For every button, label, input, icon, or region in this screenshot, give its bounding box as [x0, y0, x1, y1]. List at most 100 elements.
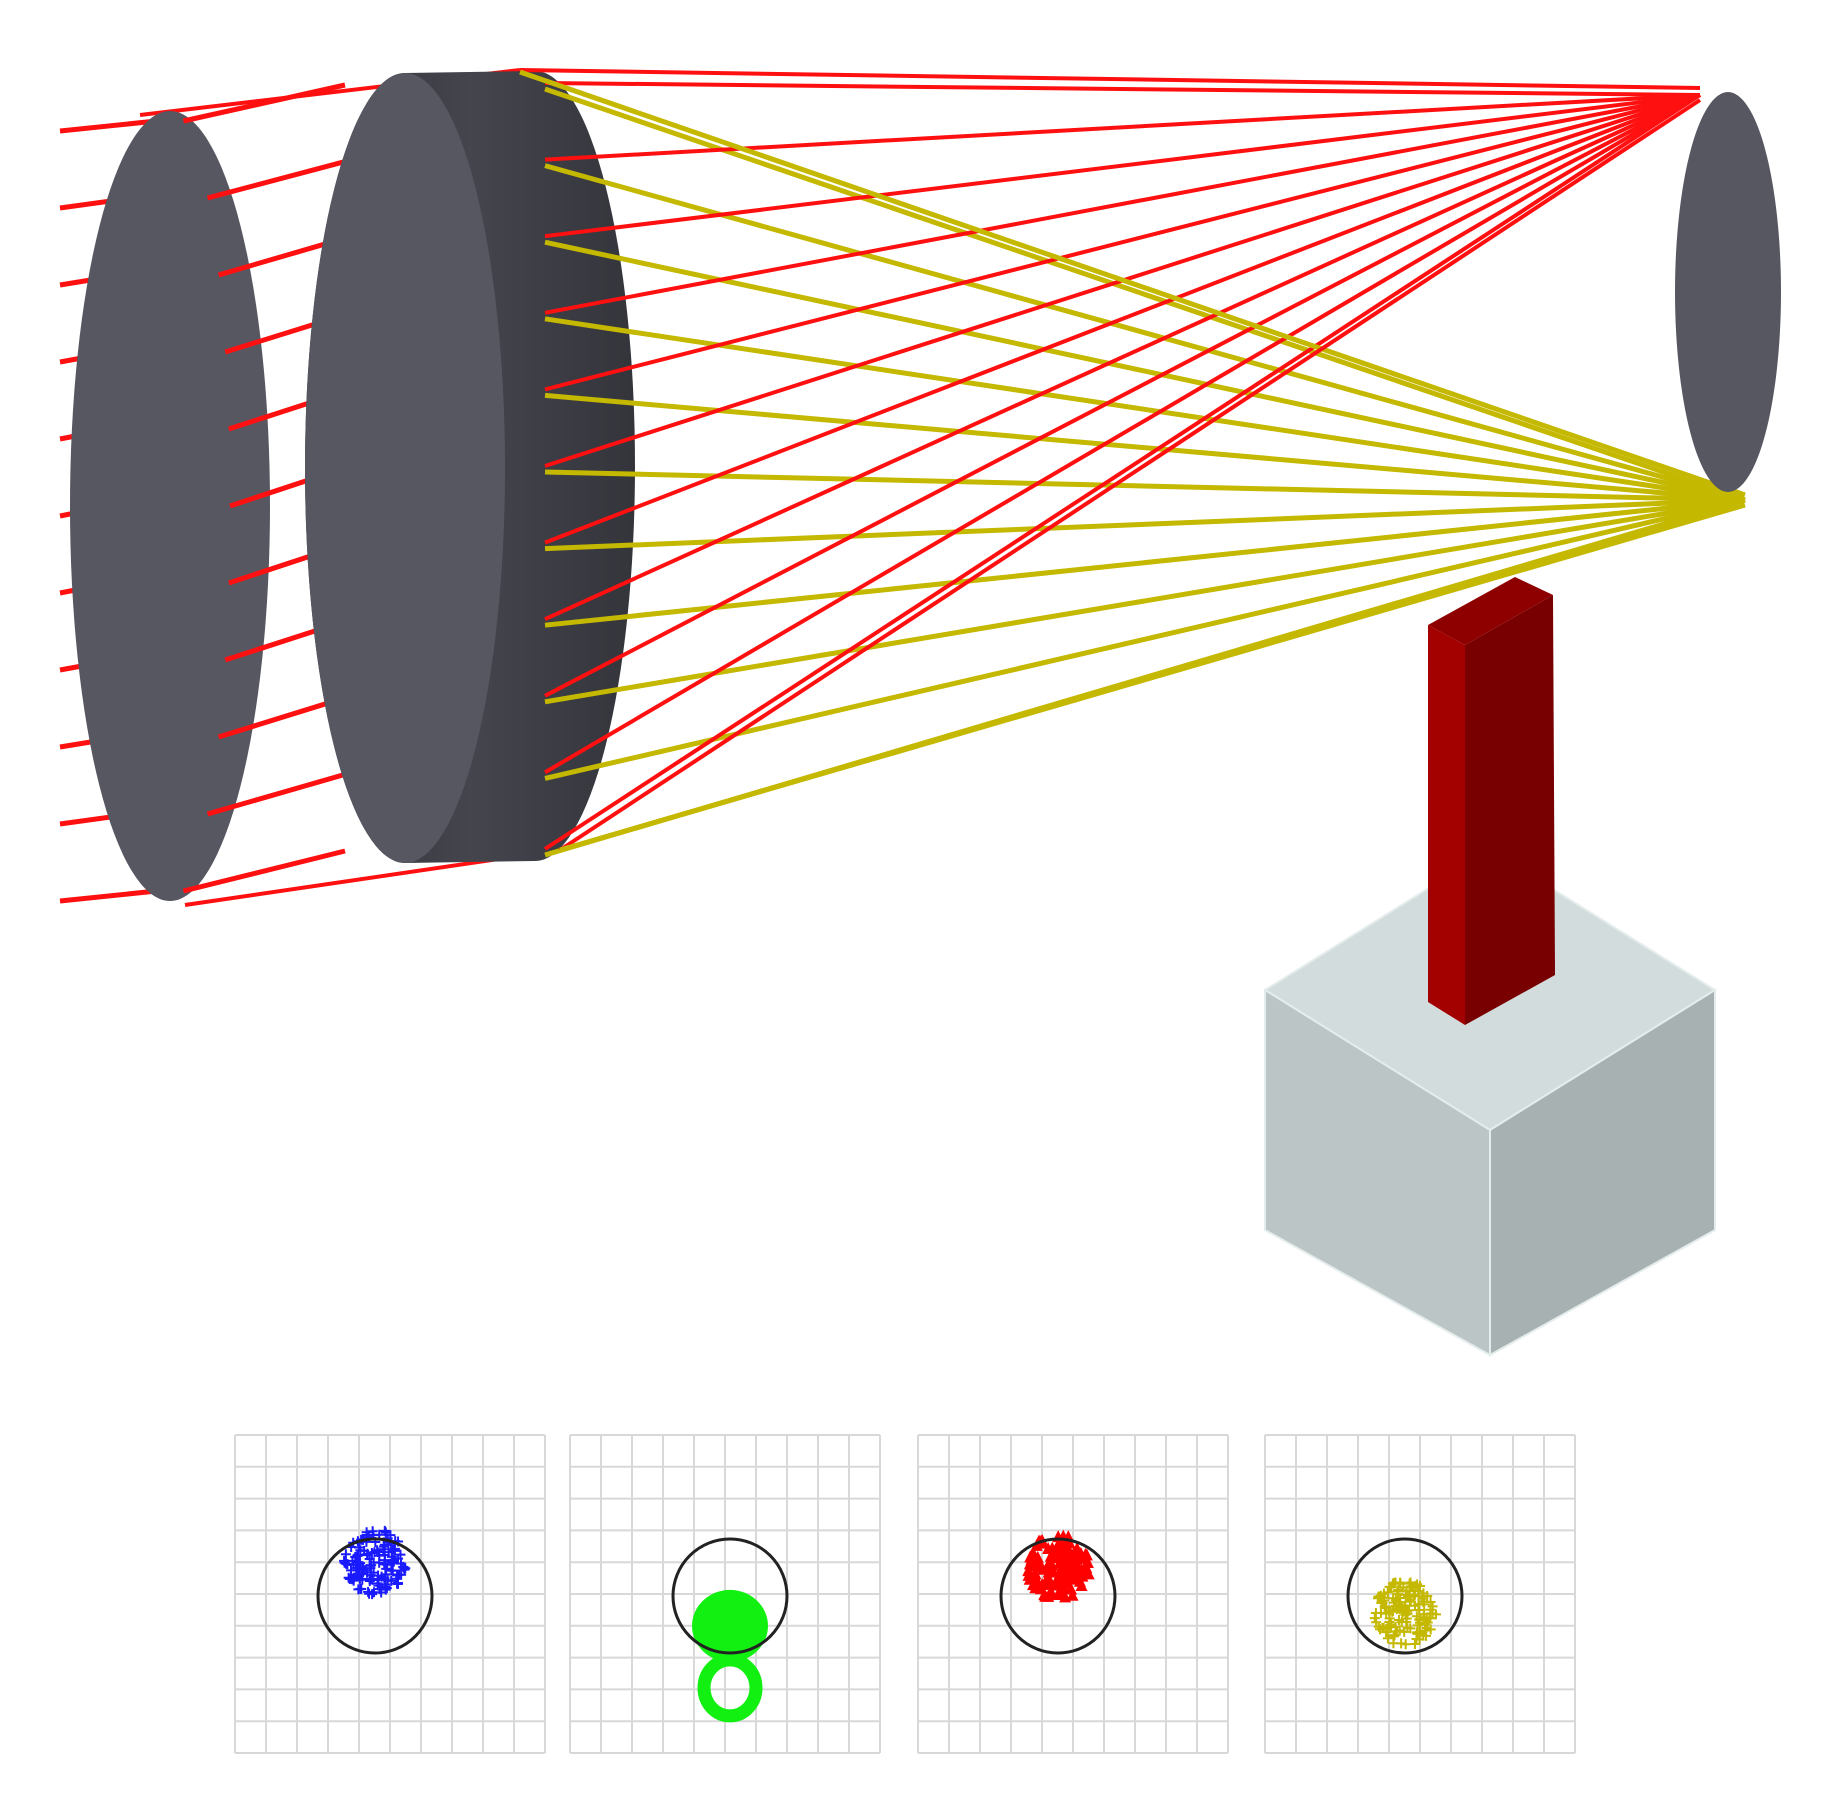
spot-marker — [380, 1569, 391, 1580]
spot-marker — [1392, 1586, 1403, 1597]
red-ray-to-image — [544, 93, 1701, 698]
yellow-ray-to-image — [544, 86, 1746, 503]
spot-marker — [374, 1550, 385, 1561]
red-ray-to-image — [544, 93, 1701, 622]
spot-marker — [396, 1558, 407, 1569]
red-ray-to-image — [544, 93, 1701, 392]
spot-marker — [1404, 1586, 1415, 1597]
spot-marker — [1399, 1601, 1410, 1612]
spot-marker — [365, 1560, 376, 1571]
spot-marker — [355, 1558, 366, 1569]
red-ray-incoming — [59, 888, 157, 904]
spot-marker — [1375, 1590, 1386, 1601]
spot-cluster — [692, 1589, 768, 1662]
spot-marker — [1381, 1627, 1392, 1638]
spot-marker — [356, 1583, 367, 1594]
spot-marker — [379, 1525, 390, 1536]
spot-marker — [386, 1575, 397, 1586]
yellow-ray-to-image — [544, 497, 1746, 781]
spot-marker — [1418, 1630, 1429, 1641]
detector-post — [1428, 577, 1555, 1025]
spot-marker — [1410, 1580, 1421, 1591]
red-ray-to-image — [543, 93, 1702, 851]
image-plane-disc — [1675, 92, 1781, 492]
spot-marker — [1425, 1604, 1436, 1615]
spot-marker — [1075, 1579, 1088, 1592]
spot-marker — [385, 1530, 396, 1541]
spot-marker — [347, 1574, 358, 1585]
spot-marker — [1402, 1591, 1413, 1602]
spot-marker — [392, 1569, 403, 1580]
ray-bundle-to-image — [519, 68, 1746, 858]
red-ray-incoming — [59, 118, 157, 134]
red-marginal-ray-bottom-to-image — [558, 98, 1702, 852]
yellow-ray-to-image — [544, 469, 1746, 503]
spot-marker — [348, 1560, 359, 1571]
spot-marker — [1411, 1633, 1422, 1644]
spot-marker — [1070, 1572, 1083, 1585]
spot-marker — [373, 1580, 384, 1591]
spot-marker — [1076, 1569, 1089, 1582]
spot-marker — [1400, 1639, 1411, 1650]
spot-marker — [362, 1548, 373, 1559]
spot-marker — [1383, 1605, 1394, 1616]
spot-marker — [1418, 1612, 1429, 1623]
airy-disk-circle — [671, 1537, 789, 1655]
spot-marker — [1023, 1572, 1036, 1585]
spot-marker — [369, 1587, 380, 1598]
spot-marker — [368, 1567, 379, 1578]
spot-marker — [386, 1565, 397, 1576]
spot-marker — [361, 1527, 372, 1538]
spot-marker — [364, 1588, 375, 1599]
red-ray-to-image — [543, 93, 1702, 775]
spot-marker — [1043, 1587, 1056, 1600]
spot-marker — [351, 1569, 362, 1580]
spot-marker — [1066, 1588, 1079, 1601]
yellow-ray-to-image — [544, 497, 1746, 552]
spot-marker — [1390, 1626, 1401, 1637]
spot-marker — [1395, 1577, 1406, 1588]
spot-diagram-red — [917, 1434, 1229, 1754]
spot-marker — [1412, 1620, 1423, 1631]
detector-block-right-face — [1489, 988, 1716, 1357]
ray-bundle-between-lenses — [182, 82, 346, 894]
spot-marker — [389, 1543, 400, 1554]
spot-diagram-panel — [234, 1434, 1576, 1754]
spot-marker — [355, 1545, 366, 1556]
yellow-ray-to-image — [544, 497, 1746, 628]
airy-disk-circle — [999, 1537, 1117, 1655]
spot-marker — [1409, 1639, 1420, 1650]
spot-marker — [364, 1575, 375, 1586]
spot-marker — [1046, 1541, 1059, 1554]
second-lens-face — [305, 73, 505, 863]
spot-marker — [1421, 1623, 1432, 1634]
spot-marker — [1370, 1608, 1381, 1619]
yellow-ray-to-image — [544, 239, 1746, 503]
spot-marker — [1385, 1622, 1396, 1633]
spot-diagram-blue — [234, 1434, 546, 1754]
spot-marker — [1055, 1566, 1068, 1579]
spot-marker — [1059, 1590, 1072, 1603]
spot-marker — [380, 1579, 391, 1590]
red-ray-to-image — [544, 93, 1701, 315]
spot-ring — [697, 1653, 763, 1723]
spot-marker — [1430, 1609, 1441, 1620]
detector-post-top — [1428, 577, 1553, 645]
red-ray-between-lenses — [182, 82, 346, 124]
spot-marker — [1371, 1617, 1382, 1628]
second-lens — [305, 71, 635, 863]
spot-marker — [1058, 1575, 1071, 1588]
red-marginal-ray-top-to-image — [519, 68, 1701, 90]
spot-marker — [372, 1545, 383, 1556]
spot-marker — [357, 1574, 368, 1585]
detector-post-front — [1428, 625, 1465, 1025]
spot-diagram-green — [569, 1434, 881, 1754]
spot-marker — [1062, 1562, 1075, 1575]
yellow-ray-to-image — [544, 163, 1746, 503]
red-ray-to-image — [544, 93, 1701, 239]
red-ray-between-lenses — [182, 848, 346, 894]
spot-marker — [353, 1549, 364, 1560]
red-ray-between-lenses — [217, 695, 346, 740]
